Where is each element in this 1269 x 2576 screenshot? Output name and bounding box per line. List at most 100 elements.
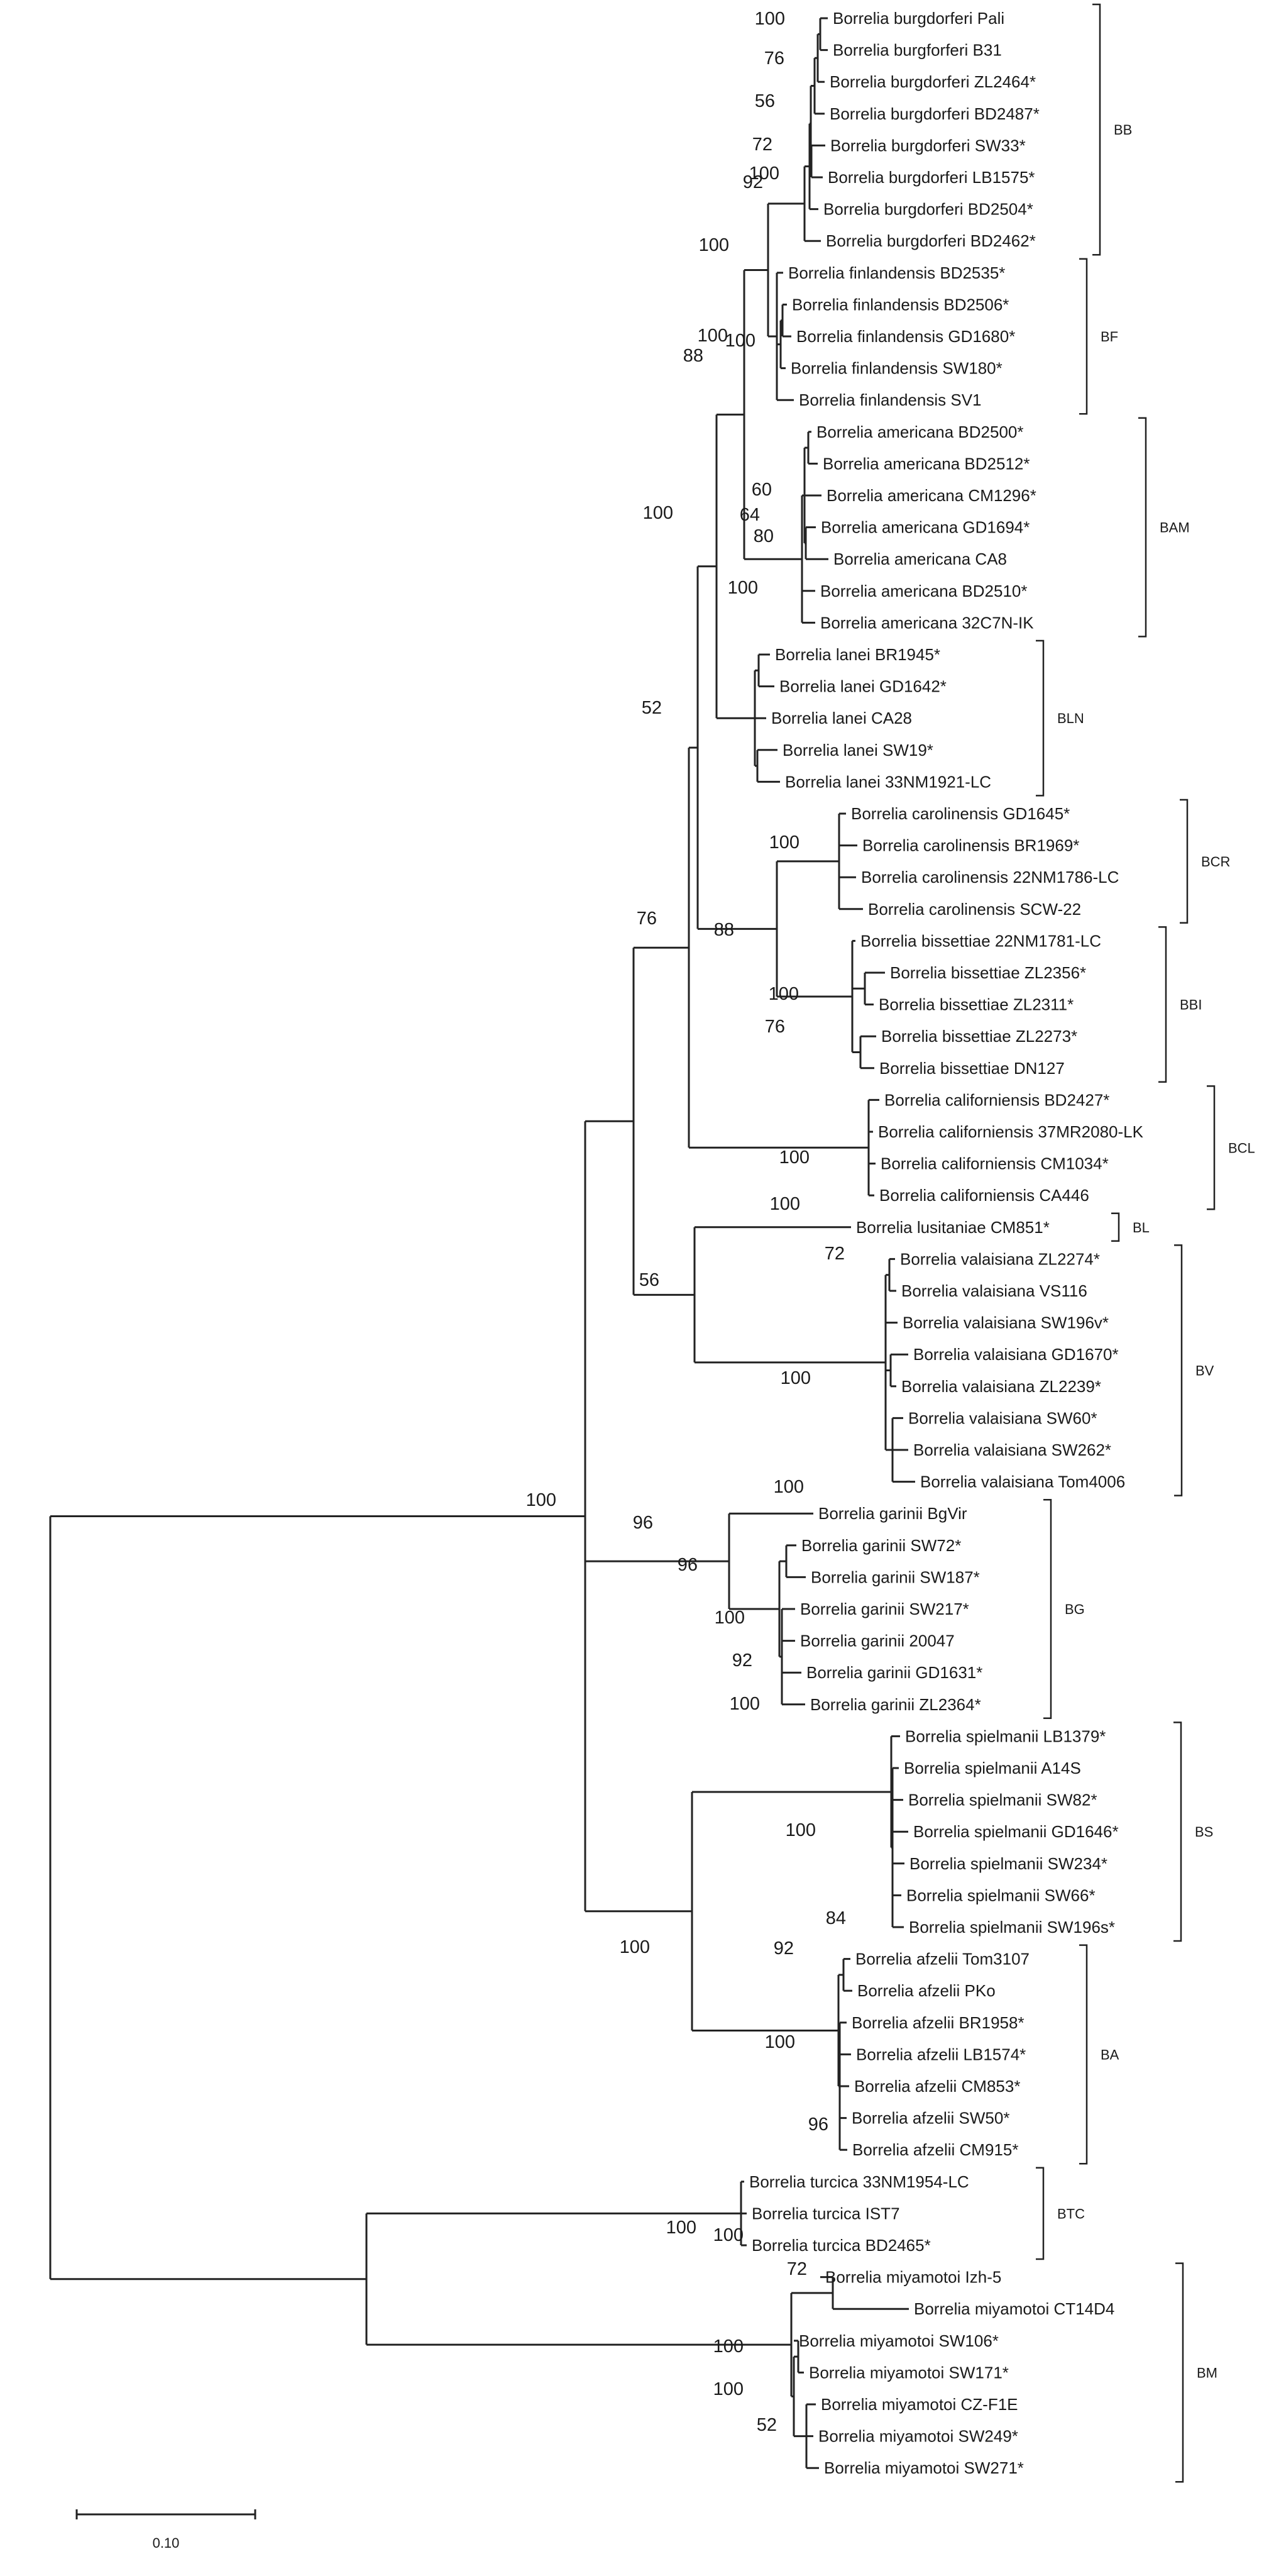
taxon-label: Borrelia burgdorferi BD2487*: [830, 104, 1040, 123]
taxon-label: Borrelia valaisiana SW262*: [913, 1440, 1111, 1459]
scale-bar: 0.10: [75, 2509, 256, 2551]
taxon-label: Borrelia turcica IST7: [752, 2204, 900, 2223]
taxon-label: Borrelia valaisiana VS116: [901, 1281, 1087, 1300]
bootstrap-label: 100: [713, 2225, 744, 2245]
taxon-label: Borrelia americana CA8: [833, 550, 1007, 568]
taxon-label: Borrelia bissettiae 22NM1781-LC: [860, 931, 1101, 950]
bootstrap-label: 100: [774, 1477, 804, 1497]
clade-label: BL: [1133, 1220, 1150, 1235]
clade-bracket: [1092, 3, 1101, 256]
taxon-label: Borrelia spielmanii GD1646*: [913, 1822, 1119, 1841]
clade-label: BG: [1065, 1601, 1085, 1617]
bootstrap-label: 100: [770, 1194, 800, 1214]
taxon-label: Borrelia carolinensis GD1645*: [851, 804, 1070, 823]
taxon-label: Borrelia bissettiae ZL2273*: [881, 1027, 1077, 1046]
clade-bracket: [1036, 2167, 1045, 2260]
clade-bracket: [1079, 258, 1088, 415]
taxon-label: Borrelia carolinensis BR1969*: [862, 836, 1079, 855]
bootstrap-label: 88: [683, 346, 703, 366]
scale-bar-label: 0.10: [153, 2535, 180, 2551]
bootstrap-label: 76: [765, 1017, 785, 1037]
taxon-label: Borrelia afzelii Tom3107: [855, 1950, 1030, 1969]
taxon-label: Borrelia valaisiana ZL2239*: [901, 1377, 1101, 1396]
bootstrap-label: 100: [713, 2379, 744, 2399]
taxon-label: Borrelia burgdorferi SW33*: [830, 136, 1026, 155]
taxon-label: Borrelia finlandensis SV1: [799, 390, 982, 409]
clade-label: BM: [1197, 2365, 1217, 2380]
taxon-label: Borrelia miyamotoi SW106*: [799, 2331, 999, 2350]
taxon-label: Borrelia afzelii BR1958*: [852, 2013, 1025, 2032]
taxon-label: Borrelia lusitaniae CM851*: [856, 1218, 1050, 1237]
taxon-label: Borrelia burgdorferi BD2504*: [823, 200, 1033, 219]
taxon-label: Borrelia garinii ZL2364*: [810, 1695, 981, 1714]
clade-label: BTC: [1057, 2206, 1085, 2221]
taxon-label: Borrelia afzelii CM915*: [852, 2140, 1018, 2159]
clade-bracket: [1173, 1722, 1182, 1942]
taxon-label: Borrelia miyamotoi SW271*: [824, 2458, 1024, 2477]
bootstrap-label: 92: [774, 1938, 794, 1959]
taxon-label: Borrelia miyamotoi SW249*: [818, 2427, 1018, 2446]
bootstrap-label: 96: [678, 1555, 698, 1575]
taxon-label: Borrelia spielmanii SW66*: [906, 1886, 1096, 1904]
bootstrap-label: 100: [769, 832, 799, 853]
bootstrap-label: 100: [643, 503, 673, 523]
taxon-label: Borrelia bissettiae ZL2311*: [879, 995, 1074, 1014]
clade-bracket: [1180, 799, 1189, 924]
bootstrap-label: 60: [752, 480, 772, 500]
bootstrap-label: 100: [715, 1608, 745, 1628]
taxon-label: Borrelia garinii SW217*: [800, 1600, 969, 1618]
bootstrap-label: 92: [732, 1650, 752, 1671]
bootstrap-label: 84: [826, 1908, 846, 1928]
clade-label: BCR: [1201, 854, 1230, 870]
bootstrap-label: 72: [752, 135, 772, 155]
bootstrap-label: 92: [743, 172, 763, 192]
taxon-label: Borrelia afzelii SW50*: [852, 2109, 1009, 2128]
bootstrap-label: 100: [749, 163, 779, 184]
bootstrap-label: 52: [642, 698, 662, 718]
clade-label: BA: [1101, 2047, 1119, 2062]
bootstrap-label: 100: [779, 1147, 810, 1168]
taxon-label: Borrelia garinii 20047: [800, 1632, 955, 1650]
bootstrap-label: 72: [787, 2259, 807, 2279]
bootstrap-label: 56: [639, 1270, 659, 1290]
taxon-label: Borrelia valaisiana Tom4006: [920, 1473, 1125, 1491]
clade-bracket: [1175, 2262, 1184, 2483]
taxon-label: Borrelia lanei CA28: [771, 709, 912, 727]
taxon-label: Borrelia americana GD1694*: [821, 518, 1030, 537]
clade-bracket: [1174, 1244, 1183, 1496]
taxon-label: Borrelia valaisiana ZL2274*: [900, 1249, 1100, 1268]
taxon-label: Borrelia miyamotoi CZ-F1E: [821, 2395, 1018, 2414]
bootstrap-values: 1007656729210010010010060808810064100521…: [526, 9, 846, 2435]
taxon-label: Borrelia burgforferi B31: [833, 41, 1002, 60]
bootstrap-label: 100: [781, 1368, 811, 1388]
taxon-label: Borrelia garinii BgVir: [818, 1504, 967, 1523]
taxon-label: Borrelia americana CM1296*: [827, 486, 1036, 505]
bootstrap-label: 88: [714, 920, 734, 940]
clade-label: BB: [1114, 122, 1132, 138]
bootstrap-label: 76: [764, 48, 784, 69]
taxon-label: Borrelia burgdorferi LB1575*: [828, 168, 1035, 187]
taxon-label: Borrelia burgdorferi Pali: [833, 9, 1004, 28]
taxon-label: Borrelia americana BD2510*: [820, 582, 1028, 600]
taxon-label: Borrelia afzelii CM853*: [854, 2077, 1020, 2096]
clade-label: BV: [1195, 1363, 1214, 1379]
taxon-label: Borrelia californiensis BD2427*: [884, 1090, 1109, 1109]
taxon-label: Borrelia turcica 33NM1954-LC: [749, 2172, 969, 2191]
taxon-label: Borrelia spielmanii SW234*: [909, 1854, 1107, 1873]
taxon-label: Borrelia garinii SW72*: [801, 1536, 961, 1555]
bootstrap-label: 96: [808, 2114, 828, 2135]
clade-label: BAM: [1160, 520, 1190, 536]
taxon-label: Borrelia finlandensis BD2535*: [788, 263, 1005, 282]
taxon-label: Borrelia miyamotoi CT14D4: [914, 2299, 1114, 2318]
clade-label: BLN: [1057, 710, 1084, 726]
clade-bracket: [1079, 1944, 1088, 2165]
bootstrap-label: 100: [698, 326, 728, 346]
taxon-label: Borrelia americana 32C7N-IK: [820, 613, 1034, 632]
bootstrap-label: 100: [730, 1694, 760, 1714]
taxon-label: Borrelia turcica BD2465*: [752, 2236, 931, 2255]
tree-branches: [49, 17, 915, 2469]
clade-bracket: [1207, 1085, 1216, 1210]
taxon-label: Borrelia garinii GD1631*: [806, 1663, 982, 1682]
bootstrap-label: 100: [765, 2032, 795, 2052]
